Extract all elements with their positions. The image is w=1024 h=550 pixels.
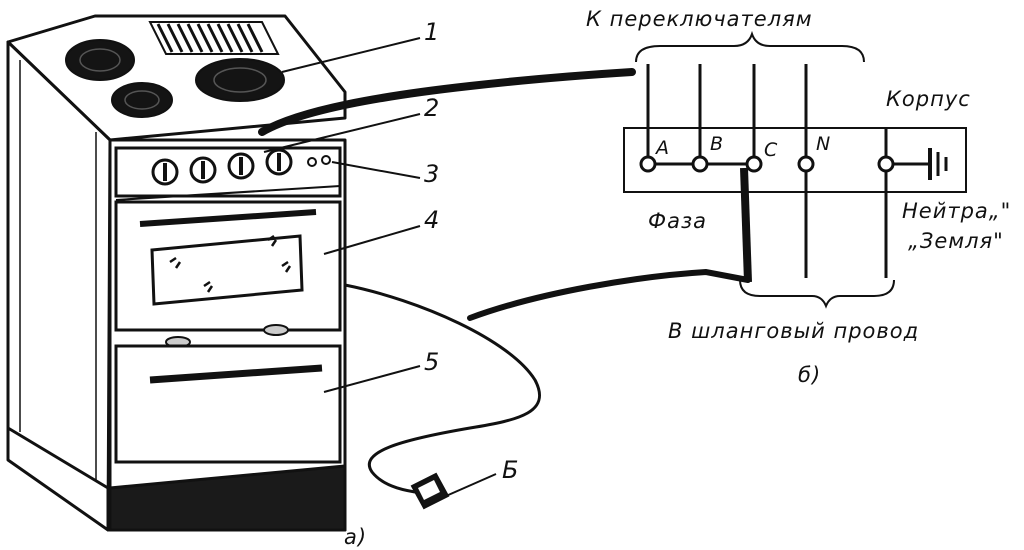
conductors: [646, 64, 888, 278]
terminal-n: [797, 155, 815, 173]
terminal-letters: A B C N: [654, 133, 830, 161]
label-phase: Фаза: [648, 209, 707, 233]
label-earth: „Земля": [908, 229, 1004, 253]
label-neutral: Нейтра„": [902, 199, 1011, 223]
control-panel: [114, 146, 342, 201]
indicator-lamp-2: [321, 155, 331, 165]
phase-feed: [740, 167, 752, 283]
terminal-nodes: [639, 155, 895, 173]
bottom-brace: [739, 279, 895, 309]
hot-plate-front: [111, 82, 173, 118]
label-cable: В шланговый провод: [668, 319, 919, 343]
wiring-scheme: К переключателям Корпус A B C: [586, 7, 1011, 387]
oven-door: [114, 200, 342, 348]
terminal-label-c: C: [764, 139, 778, 161]
internal-cable: [258, 68, 636, 136]
oven-hinge-right: [263, 324, 289, 336]
callout-4: 4: [424, 206, 439, 234]
caption-a: а): [344, 525, 367, 549]
label-to-switches: К переключателям: [586, 7, 813, 31]
callout-5: 5: [424, 348, 439, 376]
ground-symbol: [893, 148, 948, 180]
callout-1: 1: [424, 18, 439, 46]
cord-to-scheme: [467, 268, 751, 321]
control-knobs: [151, 148, 293, 186]
leader-3: [331, 161, 421, 179]
stove-plinth: [108, 464, 347, 532]
callout-leaders: [263, 37, 421, 393]
terminal-earth: [877, 155, 895, 173]
top-brace: [635, 30, 865, 63]
terminal-c: [745, 155, 763, 173]
terminal-block: [623, 127, 967, 193]
leader-5: [323, 365, 421, 393]
terminal-label-n: N: [816, 133, 830, 155]
power-plug: Б: [410, 456, 518, 510]
callout-3: 3: [424, 160, 439, 188]
callout-numbers: 1 2 3 4 5: [424, 18, 439, 376]
terminal-b: [691, 155, 709, 173]
terminal-label-a: A: [654, 137, 669, 159]
callout-2: 2: [424, 94, 439, 122]
leader-2: [263, 113, 421, 153]
hot-plates: [65, 39, 285, 118]
leader-4: [323, 225, 421, 255]
oven-window: [150, 234, 304, 306]
leader-1: [281, 37, 421, 73]
hot-plate-left: [65, 39, 135, 81]
indicator-lamp-1: [307, 157, 317, 167]
griddle-plate: [148, 21, 280, 55]
caption-b: б): [798, 363, 821, 387]
power-cord: [344, 283, 542, 496]
terminal-a: [639, 155, 657, 173]
label-body: Корпус: [886, 87, 971, 111]
plug-label: Б: [502, 456, 518, 484]
hot-plate-right: [195, 58, 285, 102]
storage-drawer: [114, 344, 342, 464]
terminal-label-b: B: [710, 133, 723, 155]
